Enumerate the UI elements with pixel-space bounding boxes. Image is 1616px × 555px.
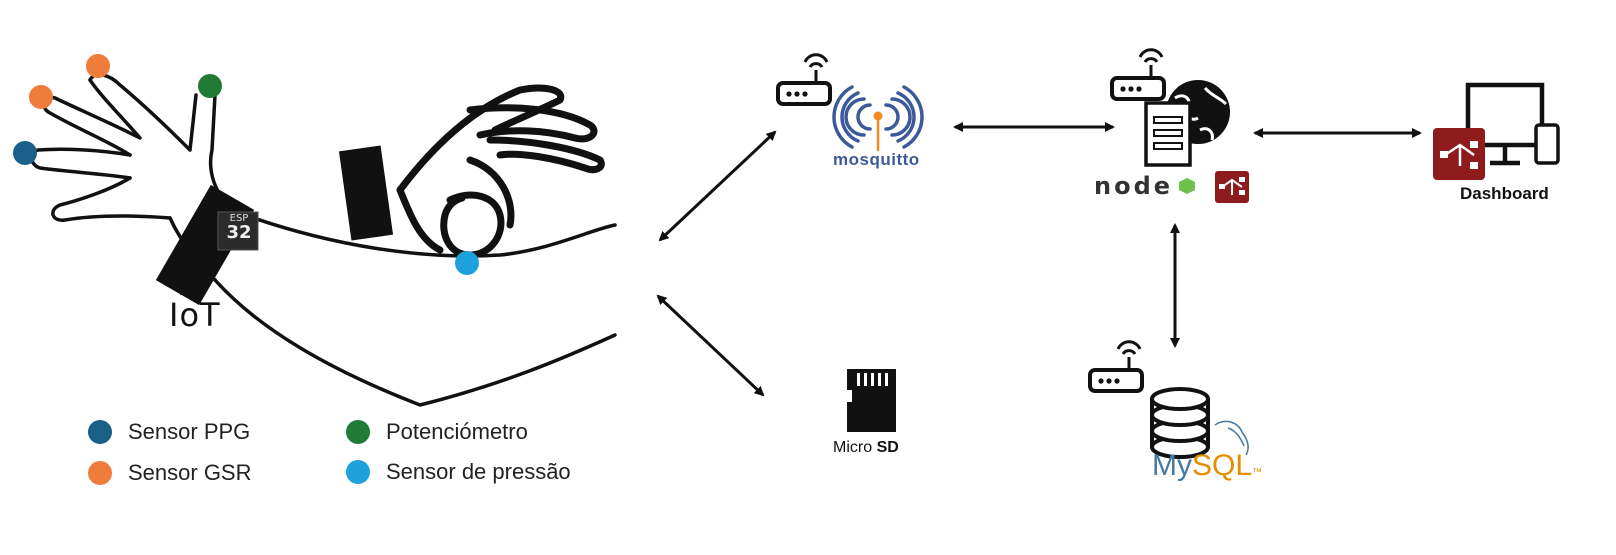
legend-dot <box>88 420 112 444</box>
connection-arrows <box>656 122 1422 397</box>
right-hand-drawing <box>396 84 605 259</box>
arrow-hand-microsd <box>656 294 765 397</box>
database-icon <box>1150 387 1210 459</box>
router-icon <box>776 53 832 106</box>
microsd-label: Micro SD <box>833 439 899 456</box>
gsr-sensor-dot <box>86 54 110 78</box>
left-hand-drawing <box>29 72 617 407</box>
legend-item-potentiometer: Potenciómetro <box>346 419 528 445</box>
right-hand-cuff <box>338 145 394 241</box>
iot-label: IoT <box>169 296 221 334</box>
legend-item-pressure: Sensor de pressão <box>346 459 571 485</box>
mosquitto-logo <box>832 85 924 152</box>
node-red-icon <box>1433 128 1485 180</box>
mysql-label: MySQL™ <box>1152 449 1263 482</box>
legend-dot <box>346 460 370 484</box>
esp32-chip <box>217 211 259 251</box>
legend-dot <box>346 420 370 444</box>
gsr-sensor-dot <box>29 85 53 109</box>
router-icon <box>1088 340 1144 393</box>
legend-item-gsr: Sensor GSR <box>88 460 252 486</box>
dolphin-icon <box>1214 420 1249 456</box>
pressure-sensor-dot <box>455 251 479 275</box>
dashboard-label: Dashboard <box>1460 184 1549 203</box>
legend-dot <box>88 461 112 485</box>
node-red-icon <box>1215 171 1249 203</box>
mosquitto-label: mosquitto <box>833 150 920 169</box>
nodejs-hex-icon <box>1179 178 1196 194</box>
iot-wifi-icon <box>171 269 205 296</box>
node-label: node <box>1094 172 1174 200</box>
esp32-label: ESP 32 <box>226 213 252 243</box>
sensor-dots <box>13 54 479 275</box>
phone-icon <box>1534 123 1560 165</box>
arrow-hand-mosquitto <box>658 130 777 242</box>
microsd-icon <box>847 369 896 432</box>
legend-item-ppg: Sensor PPG <box>88 419 250 445</box>
ppg-sensor-dot <box>13 141 37 165</box>
router-icon <box>1110 48 1166 101</box>
potentiometer-dot <box>198 74 222 98</box>
monitor-icon <box>1465 82 1545 166</box>
server-icon <box>1144 101 1192 167</box>
node-label-group: node <box>1094 172 1196 200</box>
